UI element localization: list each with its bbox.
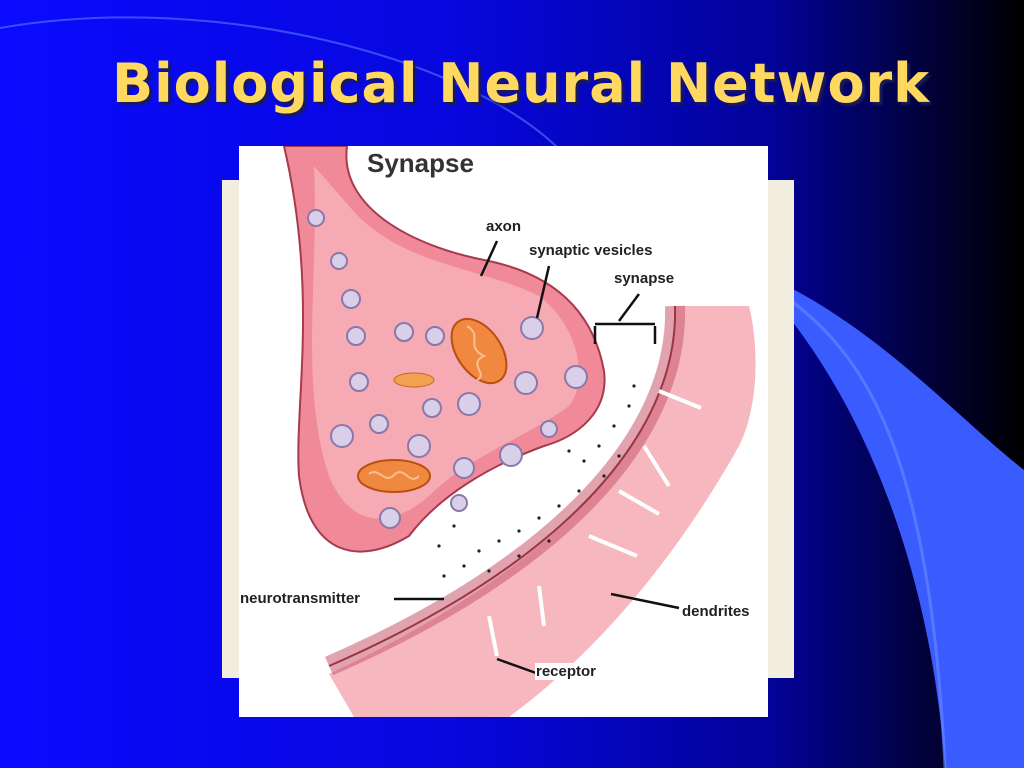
label-axon: axon (485, 218, 523, 235)
diagram-heading: Synapse (367, 148, 474, 178)
receptor-spine (658, 389, 702, 410)
leader-lines (394, 240, 680, 675)
mitochondrion (450, 317, 508, 385)
synapse-diagram: Synapse axon synaptic vesicles synapse n… (239, 146, 768, 717)
slide-title: Biological Neural Network (112, 52, 931, 115)
label-synaptic-vesicles: synaptic vesicles (528, 242, 654, 259)
neurotransmitter-dots (437, 384, 636, 578)
synapse-illustration (282, 146, 756, 717)
label-synapse: synapse (613, 270, 676, 287)
label-neurotransmitter: neurotransmitter (239, 590, 362, 607)
label-receptor: receptor (535, 663, 598, 680)
synaptic-vesicles (307, 209, 588, 529)
label-dendrites: dendrites (682, 603, 750, 620)
dendrite-shape (329, 306, 756, 717)
organelle (393, 372, 435, 388)
